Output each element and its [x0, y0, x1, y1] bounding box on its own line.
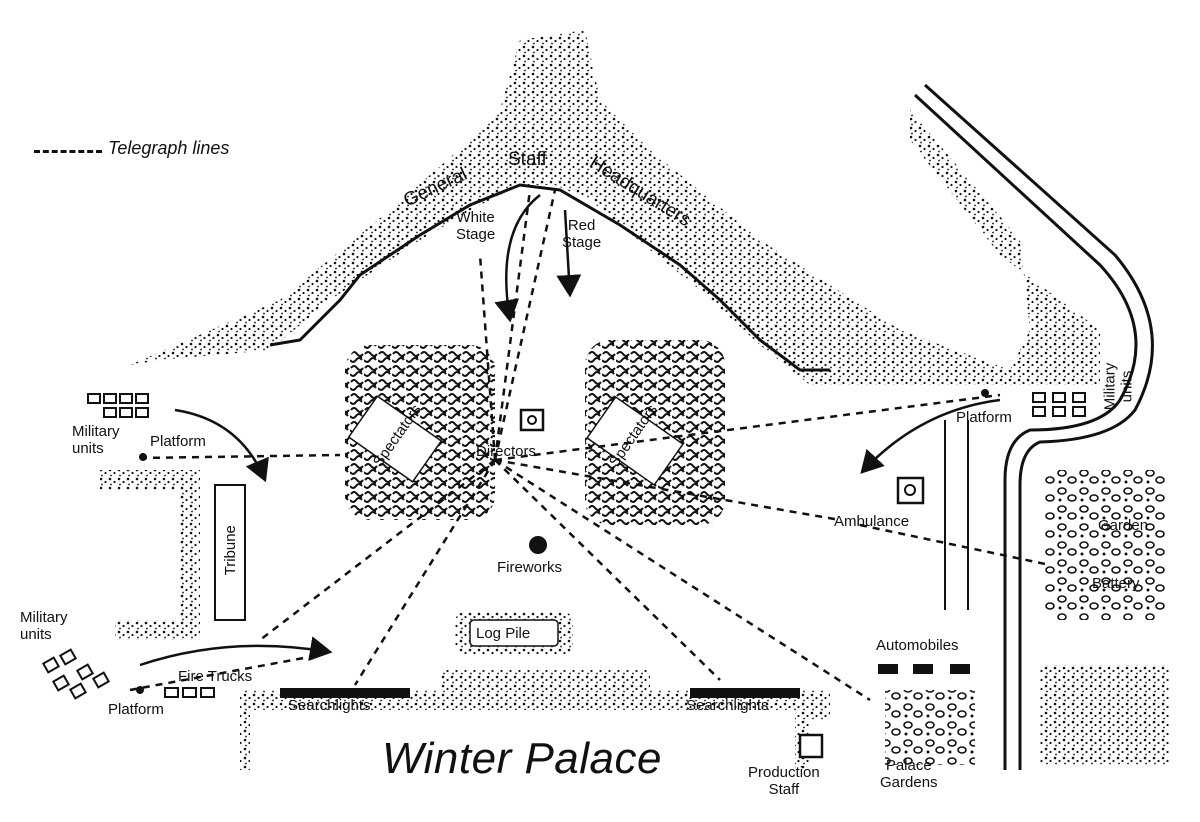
tribune-label: Tribune [221, 525, 239, 576]
fireworks-marker [529, 536, 547, 554]
telegraph-legend-line [34, 150, 102, 153]
searchlights-right-label: Searchlights [686, 697, 769, 714]
road-right-inner [923, 83, 1154, 770]
platform-right-label: Platform [956, 409, 1012, 426]
legend-telegraph-label: Telegraph lines [108, 138, 230, 158]
ambulance-label: Ambulance [834, 513, 910, 530]
directors-icon [519, 408, 545, 432]
military-units-right-label: Military units [1101, 362, 1135, 411]
tribune [214, 484, 246, 621]
military-units-right-icon [1032, 392, 1086, 417]
tree-rows [944, 420, 969, 610]
movement-arrows [139, 194, 1001, 667]
battery-label: Battery [1092, 575, 1140, 592]
white-stage-label: White Stage [456, 209, 496, 243]
directors-label: Directors [476, 443, 537, 460]
automobiles-label: Automobiles [876, 637, 959, 654]
red-stage-label: Red Stage [562, 217, 602, 251]
winter-palace-label: Winter Palace [382, 734, 662, 783]
fire-trucks-icon [164, 687, 215, 698]
road-right [913, 93, 1138, 770]
general-staff-inner-facade [269, 183, 830, 372]
ambulance-icon [896, 476, 925, 505]
left-building [100, 470, 200, 640]
production-staff-label: Production Staff [748, 764, 820, 798]
military-units-bottom-left-label: Military units [20, 609, 68, 643]
log-pile-label: Log Pile [476, 625, 531, 642]
palace-gardens-block [885, 690, 975, 765]
palace-gardens-label: Palace Gardens [880, 757, 938, 791]
fire-trucks-label: Fire Trucks [178, 668, 253, 685]
telegraph-lines [129, 189, 1051, 702]
military-units-top-left-label: Military units [72, 423, 120, 457]
platform-bottom-left-label: Platform [108, 701, 164, 718]
military-units-top-left-icon [87, 393, 149, 418]
automobiles-icon [878, 664, 970, 674]
general-staff-building [130, 30, 1100, 385]
platform-left-label: Platform [150, 433, 206, 450]
garden-block [1045, 470, 1165, 620]
searchlights-left-label: Searchlights [288, 697, 371, 714]
staff-label: Staff [508, 149, 547, 170]
garden-label: Garden [1098, 517, 1149, 534]
fireworks-label: Fireworks [497, 559, 563, 576]
production-staff-icon [798, 733, 824, 759]
military-units-bottom-left-icon [41, 648, 111, 700]
